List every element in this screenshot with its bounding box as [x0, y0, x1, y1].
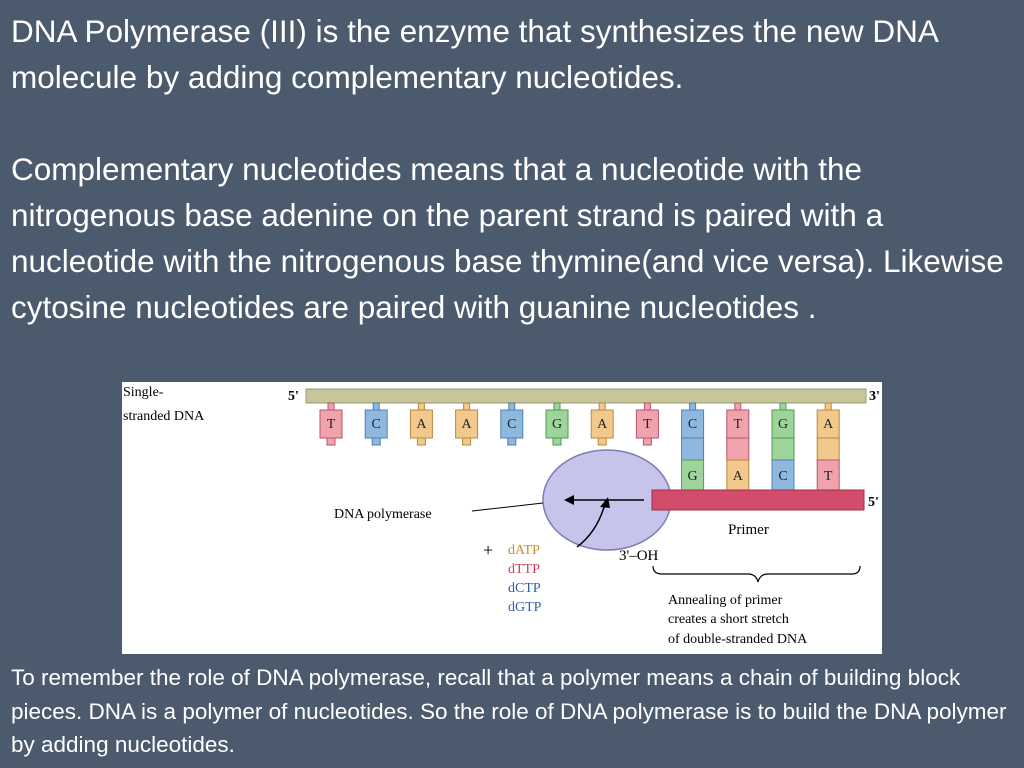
label-dna-polymerase: DNA polymerase — [334, 507, 432, 522]
label-dttp: dTTP — [508, 562, 540, 577]
template-base-4-stem — [463, 402, 471, 411]
label-datp: dATP — [508, 543, 540, 558]
paragraph-polymer-recall: To remember the role of DNA polymerase, … — [11, 665, 1007, 757]
template-base-1-connector — [326, 437, 336, 446]
template-base-6-connector — [552, 437, 562, 446]
label-dgtp: dGTP — [508, 600, 542, 615]
template-base-1-letter: T — [327, 417, 336, 432]
template-base-6-stem — [553, 402, 561, 411]
dna-replication-figure: T C A A C G A T C T G A G A C T Single- stranded DNA 5… — [122, 382, 882, 654]
template-base-12-letter: A — [823, 417, 834, 432]
primer-base-2-letter: A — [733, 469, 744, 484]
template-base-5-letter: C — [507, 417, 516, 432]
template-base-7-connector — [597, 437, 607, 446]
template-base-1-stem — [327, 402, 335, 411]
label-3-oh: 3'–OH — [619, 548, 659, 564]
annealing-brace — [652, 565, 861, 583]
label-plus: + — [483, 540, 493, 560]
template-base-3-stem — [417, 402, 425, 411]
template-base-2-letter: C — [372, 417, 381, 432]
label-3-prime-top: 3' — [869, 389, 880, 404]
template-base-9-letter: C — [688, 417, 697, 432]
template-base-9-extension — [681, 437, 705, 461]
paragraph-polymerase-intro: DNA Polymerase (III) is the enzyme that … — [11, 13, 938, 95]
label-single-stranded-1: Single- — [123, 385, 164, 400]
paragraph-complementary: Complementary nucleotides means that a n… — [11, 151, 1004, 325]
polymerase-curved-arrow-head — [600, 497, 610, 508]
primer-backbone — [651, 489, 865, 511]
template-base-10-stem — [734, 402, 742, 411]
template-base-10-extension — [726, 437, 750, 461]
polymerase-arrow-head — [564, 495, 574, 505]
template-base-2-connector — [371, 437, 381, 446]
template-base-11-extension — [771, 437, 795, 461]
template-base-11-letter: G — [778, 417, 788, 432]
template-base-6-letter: G — [552, 417, 562, 432]
template-base-12-extension — [816, 437, 840, 461]
template-base-8-letter: T — [643, 417, 652, 432]
primer-base-3-letter: C — [778, 469, 787, 484]
template-base-2-stem — [372, 402, 380, 411]
template-base-4-connector — [462, 437, 472, 446]
primer-base-4-letter: T — [824, 469, 833, 484]
polymerase-curved-arrow — [576, 503, 606, 548]
template-base-5-stem — [508, 402, 516, 411]
label-5-prime-top: 5' — [288, 389, 299, 404]
template-base-10-letter: T — [734, 417, 743, 432]
template-base-5-connector — [507, 437, 517, 446]
annealing-line-1: Annealing of primer — [668, 593, 783, 608]
template-base-8-connector — [642, 437, 652, 446]
template-base-3-connector — [416, 437, 426, 446]
template-backbone — [305, 388, 867, 404]
annealing-line-2: creates a short stretch — [668, 612, 789, 627]
template-base-8-stem — [643, 402, 651, 411]
label-primer: Primer — [728, 522, 769, 538]
template-base-7-letter: A — [597, 417, 608, 432]
template-base-4-letter: A — [462, 417, 473, 432]
template-base-11-stem — [779, 402, 787, 411]
label-single-stranded-2: stranded DNA — [123, 409, 205, 424]
template-base-12-stem — [824, 402, 832, 411]
label-5-prime-primer: 5' — [868, 495, 879, 510]
polymerase-label-pointer — [471, 502, 544, 512]
annealing-line-3: of double-stranded DNA — [668, 632, 808, 647]
template-base-9-stem — [689, 402, 697, 411]
primer-base-1-letter: G — [688, 469, 698, 484]
template-base-3-letter: A — [416, 417, 427, 432]
label-dctp: dCTP — [508, 581, 541, 596]
template-base-7-stem — [598, 402, 606, 411]
